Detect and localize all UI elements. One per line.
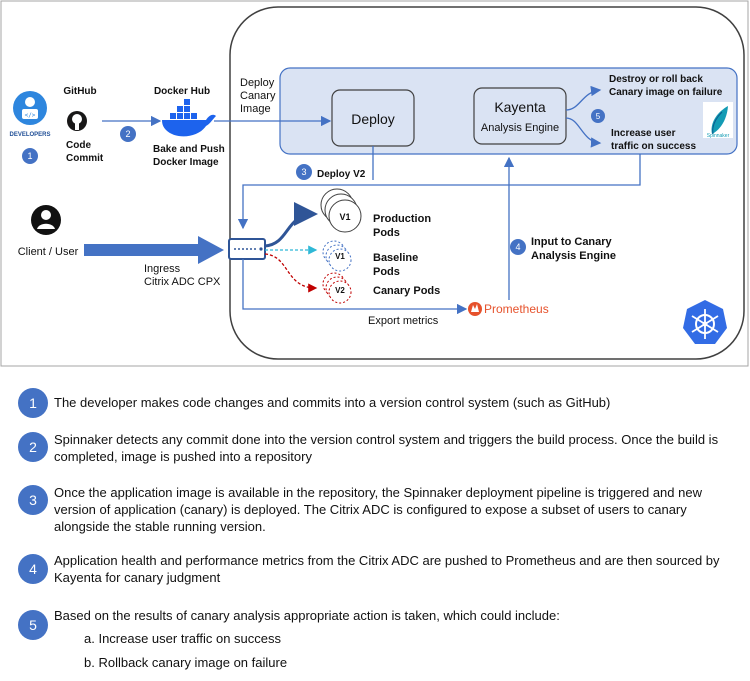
ingress-traffic-arrow [84, 236, 224, 264]
spinnaker-icon: Spinnaker [703, 102, 733, 139]
deploy-canary-label-2: Canary [240, 90, 276, 102]
step-badge-1: 1 [18, 388, 48, 418]
step-badge-5: 5 [18, 610, 48, 640]
badge-5-diagram [591, 109, 605, 123]
increase-label-1: Increase user [611, 128, 676, 139]
citrix-adc-icon [228, 238, 266, 260]
destroy-label-2: Canary image on failure [609, 87, 723, 98]
code-commit-label-2: Commit [66, 153, 104, 164]
code-commit-label-1: Code [66, 140, 91, 151]
export-metrics-label: Export metrics [368, 315, 439, 327]
baseline-pods-label-2: Pods [373, 266, 400, 278]
kayenta-box [473, 87, 567, 145]
step-badge-4: 4 [18, 554, 48, 584]
canary-pods: V2 [322, 272, 352, 304]
sub-item-a: a. Increase user traffic on success [84, 631, 282, 646]
kayenta-title: Kayenta [494, 99, 546, 115]
step-text-1: The developer makes code changes and com… [54, 395, 611, 410]
step-badge-2: 2 [18, 432, 48, 462]
production-pods-label-2: Pods [373, 227, 400, 239]
deploy-box-label: Deploy [351, 111, 395, 127]
production-pods-label-1: Production [373, 213, 431, 225]
step-text-5: Based on the results of canary analysis … [54, 608, 560, 623]
step-text-3: Once the application image is available … [54, 485, 702, 534]
docker-icon [162, 99, 216, 137]
kubernetes-icon [683, 300, 727, 344]
step-badge-3: 3 [18, 485, 48, 515]
architecture-diagram: Deploy Kayenta Analysis Engine 5 Destroy… [0, 0, 749, 367]
destroy-label-1: Destroy or roll back [609, 74, 703, 85]
sub-item-b: b. Rollback canary image on failure [84, 655, 288, 670]
developers-label: DEVELOPERS [9, 132, 50, 138]
production-pods: V1 [320, 188, 362, 233]
svg-text:1: 1 [27, 151, 32, 161]
step-text-2: Spinnaker detects any commit done into t… [54, 432, 719, 464]
svg-text:2: 2 [125, 129, 130, 139]
deploy-canary-label-1: Deploy [240, 77, 275, 89]
svg-text:V2: V2 [335, 286, 345, 295]
github-icon [67, 111, 87, 131]
ingress-label-1: Ingress [144, 263, 181, 275]
prometheus-icon [468, 302, 482, 316]
badge-3-diagram [296, 164, 312, 180]
svg-text:3: 3 [301, 167, 306, 177]
deploy-canary-label-3: Image [240, 103, 271, 115]
svg-text:V1: V1 [339, 212, 350, 222]
canary-pods-label: Canary Pods [373, 285, 440, 297]
svg-text:V1: V1 [335, 252, 345, 261]
svg-text:</>: </> [25, 112, 36, 119]
github-label: GitHub [63, 86, 96, 97]
bake-push-label-1: Bake and Push [153, 144, 225, 155]
user-icon [31, 205, 61, 235]
svg-text:4: 4 [515, 242, 520, 252]
baseline-pods: V1 [322, 240, 352, 272]
badge-1-diagram [22, 148, 38, 164]
input-canary-label-2: Analysis Engine [531, 250, 616, 262]
step-text-4: Application health and performance metri… [54, 553, 720, 585]
developer-icon: </> [13, 91, 47, 125]
deploy-v2-label: Deploy V2 [317, 169, 366, 180]
svg-text:Spinnaker: Spinnaker [707, 133, 730, 139]
badge-2-diagram [120, 126, 136, 142]
steps-legend: 1 The developer makes code changes and c… [0, 378, 750, 678]
kayenta-subtitle: Analysis Engine [481, 122, 559, 134]
docker-hub-label: Docker Hub [154, 86, 210, 97]
baseline-pods-label-1: Baseline [373, 252, 418, 264]
svg-text:5: 5 [596, 112, 601, 121]
client-user-label: Client / User [18, 246, 79, 258]
prometheus-label: Prometheus [484, 302, 549, 316]
ingress-label-2: Citrix ADC CPX [144, 276, 221, 288]
increase-label-2: traffic on success [611, 141, 696, 152]
bake-push-label-2: Docker Image [153, 157, 219, 168]
input-canary-label-1: Input to Canary [531, 236, 613, 248]
badge-4-diagram [510, 239, 526, 255]
